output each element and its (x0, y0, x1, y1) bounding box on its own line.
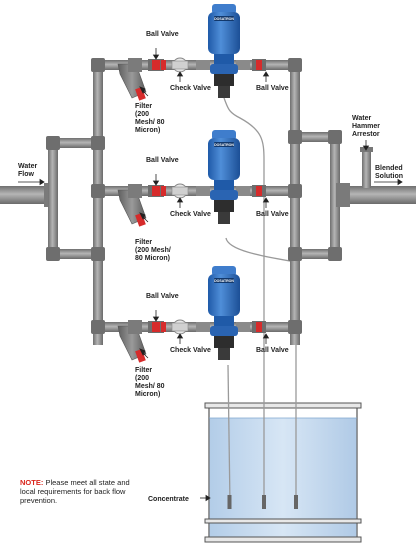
check-valve (171, 183, 189, 199)
tube-weights (227, 495, 298, 509)
backflow-note: NOTE: Please meet all state and local re… (20, 478, 138, 505)
dosatron-pump: DOSATRON (208, 130, 240, 224)
label-check-valve-mid: Check Valve (170, 211, 211, 218)
label-ball-valve: Ball Valve (146, 31, 179, 38)
label-ball-valve-right: Ball Valve (256, 85, 289, 92)
label-ball-valve-mid: Ball Valve (146, 157, 179, 164)
arrows (18, 48, 403, 502)
dosatron-pump: DOSATRON (208, 266, 240, 360)
label-concentrate: Concentrate (148, 496, 189, 503)
note-heading: NOTE: (20, 478, 44, 487)
water-hammer-arrestor (362, 150, 371, 188)
filter (117, 58, 147, 101)
left-manifold (93, 60, 103, 345)
check-valve (171, 57, 189, 73)
ball-valve (148, 59, 166, 71)
suction-tube-bottom (227, 364, 231, 506)
label-check-valve: Check Valve (170, 85, 211, 92)
label-water-flow: Water Flow (18, 163, 39, 178)
label-ball-valve-bot: Ball Valve (146, 293, 179, 300)
branch-row-top: DOSATRON (117, 4, 266, 101)
filter (117, 184, 147, 227)
labels: Ball Valve Check Valve Ball Valve Filter… (18, 31, 405, 503)
label-check-valve-bot: Check Valve (170, 347, 211, 354)
pump-brand-label: DOSATRON (214, 143, 234, 147)
pump-brand-label: DOSATRON (214, 279, 234, 283)
ball-valve-right (252, 59, 266, 71)
label-blended-solution: Blended Solution (375, 165, 405, 180)
label-filter-mid: Filter (200 Mesh/ 80 Micron) (135, 239, 173, 262)
outlet-pipe (336, 186, 416, 204)
right-manifold (290, 60, 300, 345)
dosatron-pump: DOSATRON (208, 4, 240, 98)
concentrate-tank (204, 402, 362, 543)
label-ball-valve-right-mid: Ball Valve (256, 211, 289, 218)
label-filter-bot: Filter (200 Mesh/ 80 Micron) (135, 367, 167, 398)
label-ball-valve-right-bot: Ball Valve (256, 347, 289, 354)
note-text: Please meet all state and local requirem… (20, 478, 130, 505)
label-water-hammer-arrestor: Water Hammer Arrestor (352, 115, 382, 138)
ball-valve-right (252, 185, 266, 197)
check-valve (171, 319, 189, 335)
filter (117, 320, 147, 363)
pump-brand-label: DOSATRON (214, 17, 234, 21)
inlet-pipe (0, 186, 52, 204)
label-filter-top: Filter (200 Mesh/ 80 Micron) (135, 103, 167, 134)
branch-row-middle: DOSATRON (117, 130, 266, 227)
ball-valve-right (252, 321, 266, 333)
suction-tube-top (223, 97, 265, 505)
ball-valve (148, 321, 166, 333)
ball-valve (148, 185, 166, 197)
branch-row-bottom: DOSATRON (117, 266, 266, 363)
